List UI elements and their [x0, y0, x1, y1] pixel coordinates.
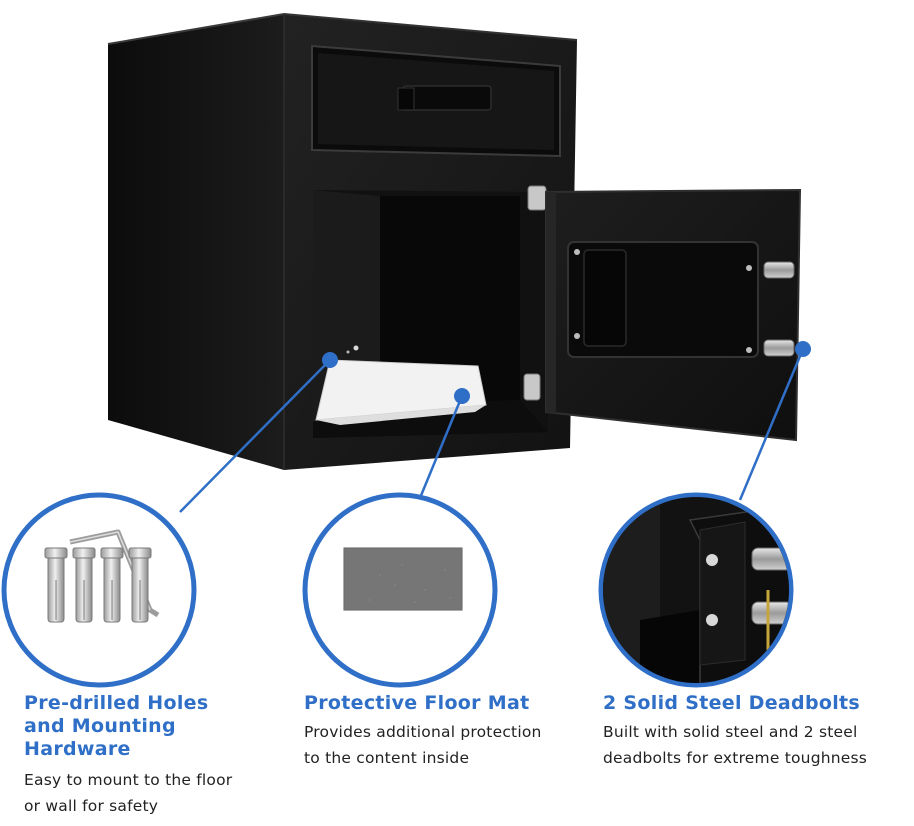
feature-description: Provides additional protection to the co…	[304, 719, 594, 771]
feature-description: Built with solid steel and 2 steel deadb…	[603, 719, 908, 771]
vault-interior	[313, 185, 548, 438]
callout-circle-floor-mat	[302, 492, 498, 688]
callout-circle-deadbolts	[598, 492, 794, 688]
feature-title-line: and Mounting	[24, 715, 176, 737]
feature-title-line: Protective Floor Mat	[304, 692, 530, 714]
anchor-bolts-icon	[44, 529, 160, 623]
feature-desc-line: to the content inside	[304, 749, 470, 767]
feature-deadbolts: 2 Solid Steel Deadbolts Built with solid…	[603, 692, 908, 771]
deposit-drawer	[311, 44, 561, 158]
hinge-bottom	[523, 373, 541, 401]
feature-title: 2 Solid Steel Deadbolts	[603, 692, 908, 715]
feature-title: Protective Floor Mat	[304, 692, 594, 715]
callout-lines	[179, 348, 805, 513]
callout-dots	[322, 341, 811, 404]
safe-door	[545, 188, 802, 442]
callout-circle-hardware	[1, 492, 197, 688]
safe	[107, 13, 802, 470]
feature-title: Pre-drilled Holes and Mounting Hardware	[24, 692, 284, 761]
feature-description: Easy to mount to the floor or wall for s…	[24, 767, 284, 819]
feature-desc-line: Built with solid steel and 2 steel	[603, 723, 858, 741]
floor-mat-icon	[343, 547, 463, 611]
feature-title-line: Pre-drilled Holes	[24, 692, 209, 714]
safe-side-panel	[108, 14, 284, 470]
feature-desc-line: Provides additional protection	[304, 723, 542, 741]
feature-title-line: 2 Solid Steel Deadbolts	[603, 692, 861, 714]
feature-title-line: Hardware	[24, 738, 131, 760]
feature-floor-mat: Protective Floor Mat Provides additional…	[304, 692, 594, 771]
deadbolt-bottom	[763, 339, 795, 357]
hinge-top	[527, 185, 547, 211]
feature-desc-line: deadbolts for extreme toughness	[603, 749, 868, 767]
feature-desc-line: Easy to mount to the floor	[24, 771, 233, 789]
drawer-handle	[402, 85, 492, 111]
deadbolt-top	[763, 261, 795, 279]
deadbolt-closeup-icon	[603, 497, 789, 683]
feature-hardware: Pre-drilled Holes and Mounting Hardware …	[24, 692, 284, 819]
feature-desc-line: or wall for safety	[24, 797, 159, 815]
